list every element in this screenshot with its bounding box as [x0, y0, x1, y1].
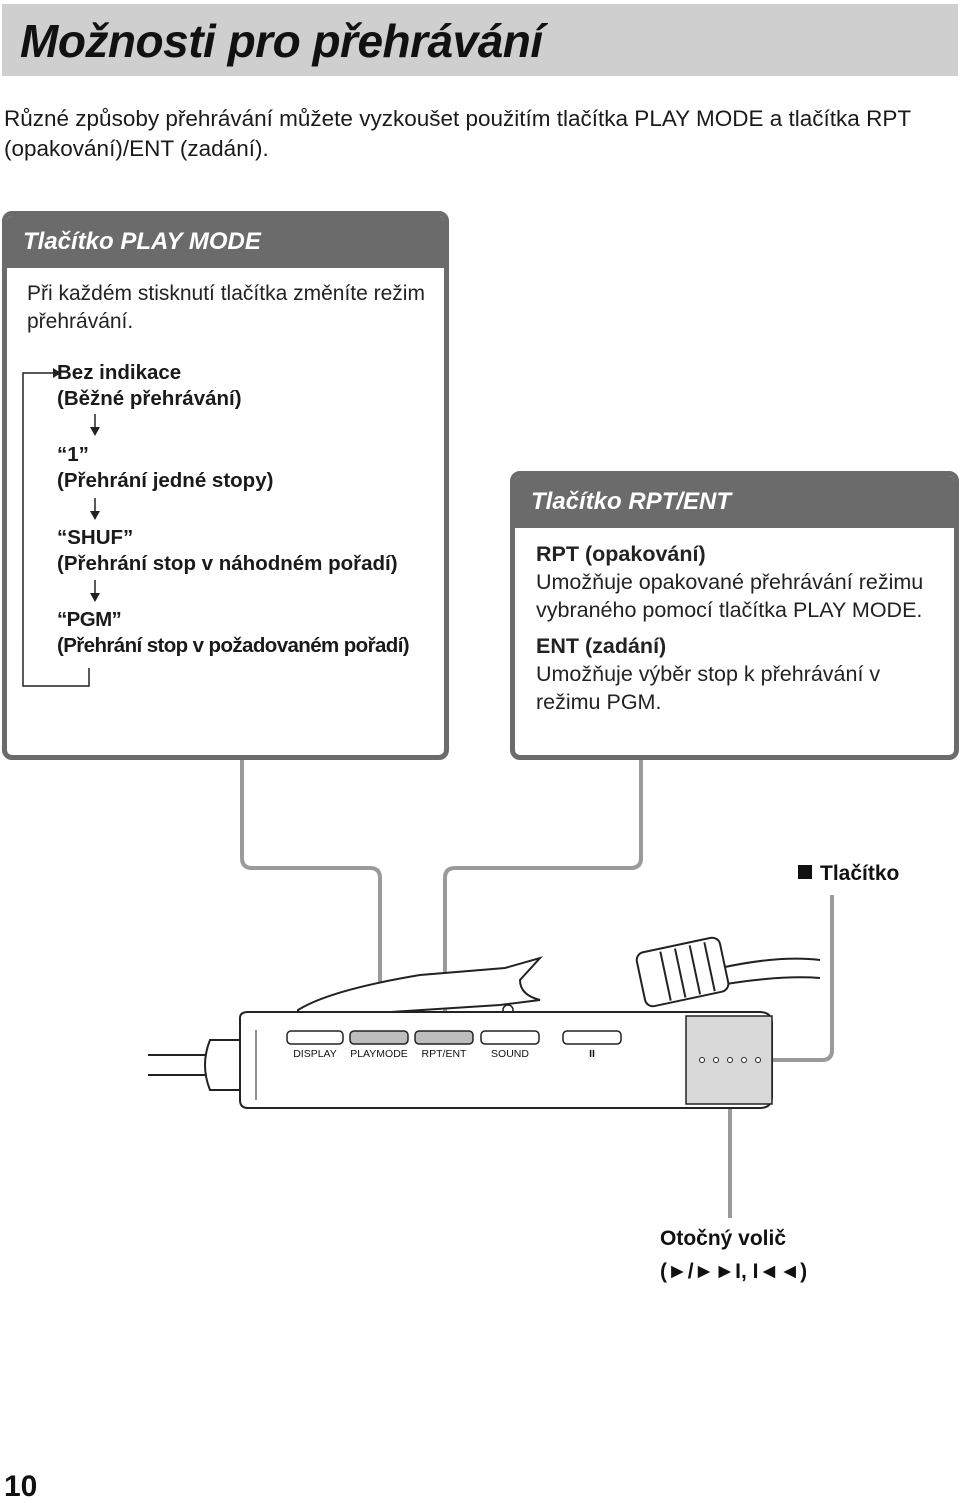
intro-text: Různé způsoby přehrávání můžete vyzkouše… — [4, 106, 911, 161]
arrow-down-icon — [90, 580, 100, 602]
play-mode-heading: Tlačítko PLAY MODE — [7, 216, 444, 268]
play-mode-panel: Tlačítko PLAY MODE Při každém stisknutí … — [2, 211, 449, 760]
rpt-ent-button-label: RPT/ENT — [422, 1048, 468, 1060]
mode-cycle-diagram — [22, 368, 90, 687]
device-button-sound[interactable] — [480, 1030, 540, 1045]
page-number: 10 — [4, 1470, 38, 1503]
mode-normal-desc: (Běžné přehrávání) — [57, 387, 242, 410]
stop-icon — [798, 865, 812, 880]
playmode-button-label: PLAYMODE — [350, 1048, 408, 1060]
device-button-rpt-ent[interactable] — [414, 1030, 474, 1045]
mode-single-display: “1” — [57, 443, 89, 466]
title-bar: Možnosti pro přehrávání — [2, 4, 958, 76]
device-button-display[interactable] — [286, 1030, 344, 1045]
device-button-pause[interactable] — [562, 1030, 622, 1045]
play-mode-description: Při každém stisknutí tlačítka změníte re… — [27, 282, 425, 333]
mode-program-display: “PGM” — [57, 608, 122, 631]
display-button-label: DISPLAY — [293, 1048, 337, 1060]
mode-normal-display: Bez indikace — [57, 361, 182, 384]
arrow-down-icon — [90, 498, 100, 520]
mode-shuffle-display: “SHUF” — [57, 526, 134, 549]
page-title: Možnosti pro přehrávání — [20, 15, 543, 67]
stop-button-label: Tlačítko — [798, 862, 899, 886]
ent-title: ENT (zadání) — [536, 634, 667, 658]
mode-program-desc: (Přehrání stop v požadovaném pořadí) — [57, 634, 410, 657]
device-button-playmode[interactable] — [349, 1030, 409, 1045]
dial-label: Otočný volič — [660, 1227, 787, 1250]
rpt-ent-panel: Tlačítko RPT/ENT RPT (opakování) Umožňuj… — [510, 471, 959, 760]
rpt-ent-body: RPT (opakování) Umožňuje opakované přehr… — [536, 540, 946, 716]
rpt-description: Umožňuje opakované přehrávání režimu vyb… — [536, 570, 924, 622]
mode-shuffle-desc: (Přehrání stop v náhodném pořadí) — [57, 552, 398, 575]
mode-program: “PGM” (Přehrání stop v požadovaném pořad… — [57, 607, 410, 659]
stop-button-label-text: Tlačítko — [820, 862, 900, 885]
mode-shuffle: “SHUF” (Přehrání stop v náhodném pořadí) — [57, 525, 398, 577]
ent-description: Umožňuje výběr stop k přehrávání v režim… — [536, 662, 881, 714]
pause-symbol: II — [589, 1048, 595, 1060]
rpt-title: RPT (opakování) — [536, 542, 706, 566]
mode-normal: Bez indikace (Běžné přehrávání) — [57, 360, 242, 412]
dial-symbols: (►/►►I, I◄◄) — [660, 1260, 808, 1283]
rpt-ent-heading: Tlačítko RPT/ENT — [515, 476, 954, 528]
mode-single-desc: (Přehrání jedné stopy) — [57, 469, 274, 492]
arrow-down-icon — [90, 414, 100, 436]
mode-single: “1” (Přehrání jedné stopy) — [57, 442, 273, 494]
sound-button-label: SOUND — [491, 1048, 529, 1060]
